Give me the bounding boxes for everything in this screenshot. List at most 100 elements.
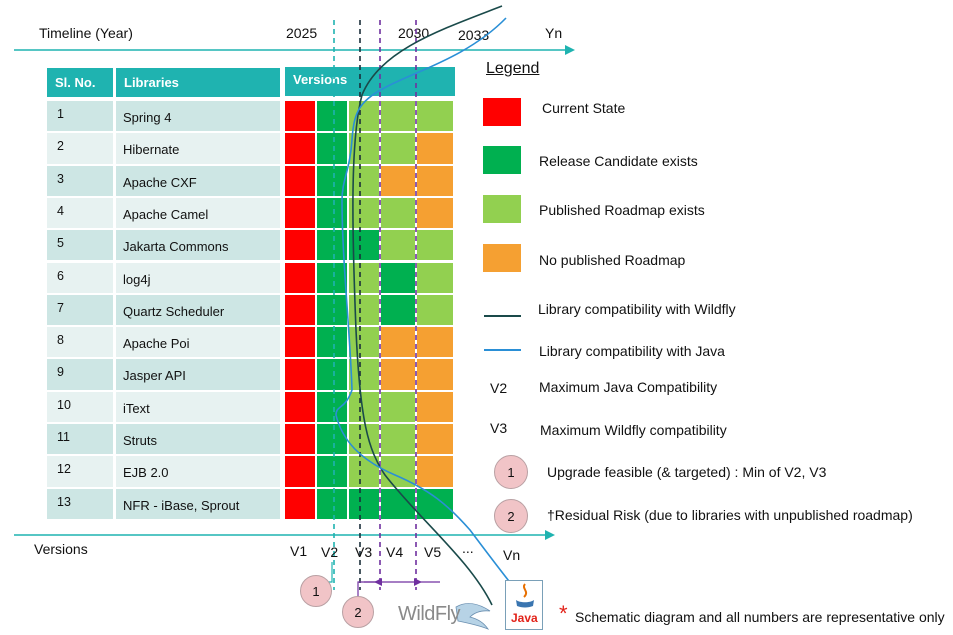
version-cell-red: [285, 197, 315, 229]
version-cell-orange: [381, 165, 415, 196]
legend-item-label: Current State: [542, 100, 626, 116]
version-cell-red: [285, 456, 315, 487]
version-cell-orange: [417, 424, 453, 455]
year-2025: 2025: [286, 25, 318, 41]
version-cell-green: [317, 456, 347, 487]
version-cell-red: [285, 391, 315, 422]
version-cell-orange: [417, 359, 453, 390]
version-cell-green: [317, 488, 347, 519]
table-row-library: Struts: [116, 424, 280, 455]
table-row-number: 6: [47, 262, 113, 293]
footnote-star: *: [559, 601, 568, 626]
version-cell-red: [285, 488, 315, 519]
version-cell-red: [285, 294, 315, 326]
version-cell-orange: [417, 133, 453, 164]
version-cell-red: [285, 327, 315, 358]
version-cell-orange: [417, 391, 453, 422]
wildfly-logo-text: WildFly: [398, 603, 461, 625]
version-cell-green: [317, 327, 347, 358]
table-row-library: Spring 4: [116, 101, 280, 132]
legend-swatch-green: [483, 146, 521, 174]
header-slno: Sl. No.: [47, 68, 113, 97]
version-cell-green: [349, 488, 379, 519]
version-cell-light: [349, 294, 379, 326]
versions-arrowhead: [545, 530, 555, 540]
tick-v5: V5: [424, 544, 442, 560]
version-cell-light: [381, 230, 415, 261]
table-row-number: 13: [47, 488, 113, 519]
version-cell-green: [317, 359, 347, 390]
version-cell-light: [381, 424, 415, 455]
version-cell-red: [285, 359, 315, 390]
version-cell-orange: [381, 327, 415, 358]
range-arrowhead-left: [374, 578, 382, 586]
version-cell-light: [349, 424, 379, 455]
table-row-number: 4: [47, 197, 113, 229]
tick-ellipsis: ...: [462, 540, 474, 556]
java-logo: Java: [505, 580, 543, 630]
wildfly-compatibility-curve: [352, 5, 503, 606]
version-cell-red: [285, 133, 315, 164]
version-cell-orange: [417, 197, 453, 229]
version-cell-green: [317, 101, 347, 132]
legend-item-label: No published Roadmap: [539, 252, 686, 268]
legend-circle-2-label: †Residual Risk (due to libraries with un…: [547, 507, 913, 523]
tick-vn: Vn: [503, 547, 521, 563]
table-row-library: Apache Poi: [116, 327, 280, 358]
version-cell-orange: [381, 359, 415, 390]
legend-v2-tag: V2: [490, 380, 508, 396]
version-cell-red: [285, 230, 315, 261]
table-row-number: 8: [47, 327, 113, 358]
legend-circle-1-label: Upgrade feasible (& targeted) : Min of V…: [547, 464, 827, 480]
table-row-library: log4j: [116, 262, 280, 293]
version-cell-light: [417, 294, 453, 326]
legend-wildfly-label: Library compatibility with Wildfly: [538, 301, 736, 317]
version-cell-green: [317, 230, 347, 261]
table-row-library: NFR - iBase, Sprout: [116, 488, 280, 519]
timeline-arrowhead: [565, 45, 575, 55]
legend-swatch-red: [483, 98, 521, 126]
table-row-number: 12: [47, 456, 113, 487]
version-cell-green: [317, 133, 347, 164]
version-cell-light: [417, 230, 453, 261]
table-row-number: 11: [47, 424, 113, 455]
legend-v2-label: Maximum Java Compatibility: [539, 379, 718, 395]
table-row-number: 9: [47, 359, 113, 390]
table-row-number: 2: [47, 133, 113, 164]
tick-v1: V1: [290, 543, 308, 559]
table-row-number: 10: [47, 391, 113, 422]
legend-swatch-orange: [483, 244, 521, 272]
tick-v3: V3: [355, 544, 373, 560]
table-row-library: Jasper API: [116, 359, 280, 390]
version-cell-orange: [417, 327, 453, 358]
version-cell-light: [349, 359, 379, 390]
versions-axis-label: Versions: [34, 541, 88, 557]
table-row-number: 7: [47, 294, 113, 326]
legend-item-label: Published Roadmap exists: [539, 202, 705, 218]
version-cell-light: [417, 262, 453, 293]
version-cell-green: [381, 262, 415, 293]
version-cell-red: [285, 101, 315, 132]
version-cell-light: [349, 327, 379, 358]
legend-v3-label: Maximum Wildfly compatibility: [540, 422, 727, 438]
header-libraries: Libraries: [116, 68, 280, 97]
version-cell-green: [381, 294, 415, 326]
tick-v2: V2: [321, 544, 339, 560]
table-row-library: Quartz Scheduler: [116, 294, 280, 326]
table-row-number: 5: [47, 230, 113, 261]
version-cell-light: [349, 197, 379, 229]
timeline-label: Timeline (Year): [39, 25, 133, 41]
legend-swatch-light: [483, 195, 521, 223]
version-cell-light: [381, 101, 415, 132]
marker-1-circle: 1: [300, 575, 332, 607]
table-row-library: Hibernate: [116, 133, 280, 164]
version-cell-red: [285, 262, 315, 293]
legend-v3-tag: V3: [490, 420, 508, 436]
version-cell-light: [381, 133, 415, 164]
table-row-library: Apache CXF: [116, 165, 280, 196]
legend-circle-1: 1: [494, 455, 528, 489]
version-cell-green: [317, 391, 347, 422]
